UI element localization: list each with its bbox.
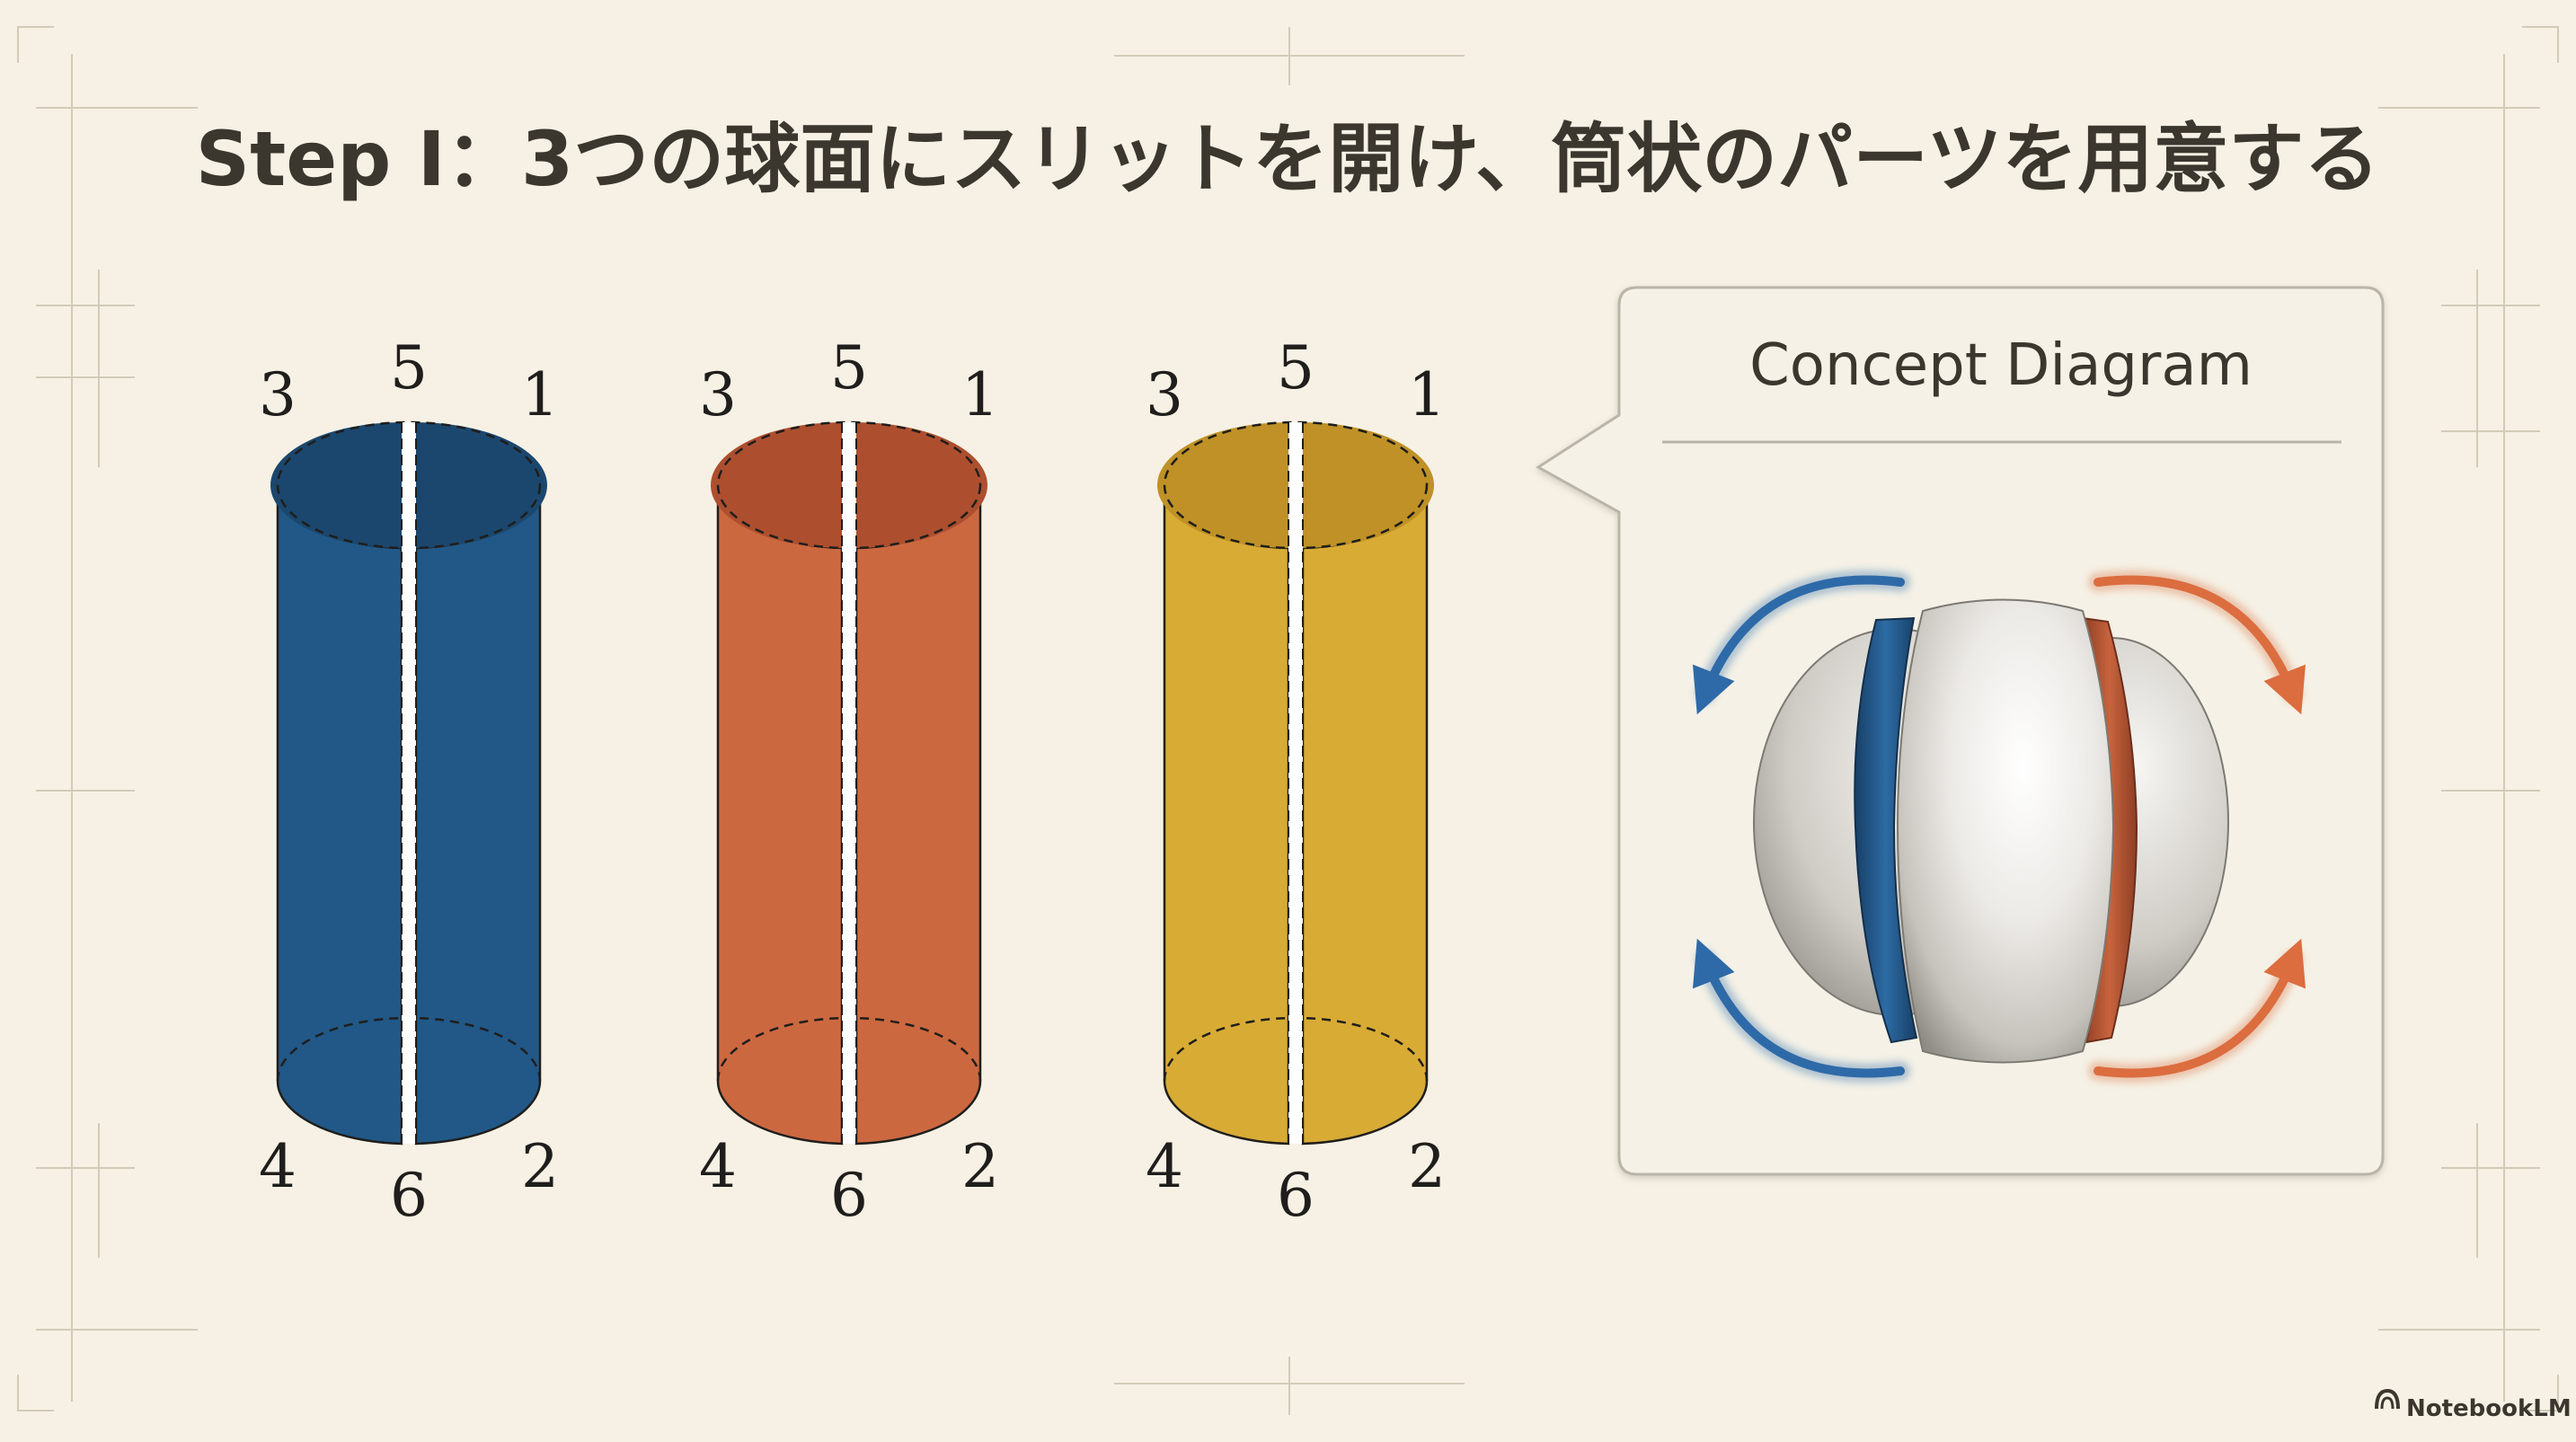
label-top-center: 5 (830, 333, 868, 403)
cylinder-2: 3 5 1 4 6 2 (699, 333, 999, 1230)
cylinder-left-half (716, 484, 844, 1146)
cylinder-top-right (1303, 422, 1434, 548)
label-top-right: 1 (1408, 360, 1446, 429)
sphere-center (1896, 598, 2115, 1064)
cylinder-left-half (276, 484, 403, 1146)
concept-diagram-title: Concept Diagram (1749, 332, 2253, 399)
decorative-frame (17, 26, 2559, 1415)
notebooklm-logo-icon (2375, 1388, 2400, 1410)
sphere-illustration (1753, 598, 2229, 1064)
cylinder-top-left (1157, 422, 1288, 548)
label-bottom-right: 2 (521, 1132, 559, 1201)
cylinder-slit (402, 422, 416, 1144)
label-bottom-right: 2 (1408, 1132, 1446, 1201)
cylinder-1: 3 5 1 4 6 2 (259, 333, 559, 1230)
arrow-bottom-left-icon (1692, 938, 1905, 1078)
arrow-top-right-icon (2094, 575, 2306, 715)
label-top-center: 5 (390, 333, 428, 403)
cylinder-left-half (1163, 484, 1290, 1146)
cylinder-top-right (856, 422, 987, 548)
label-top-center: 5 (1277, 333, 1315, 403)
label-top-right: 1 (961, 360, 999, 429)
label-top-left: 3 (699, 360, 737, 429)
label-bottom-left: 4 (259, 1132, 297, 1201)
rotation-arrows (1692, 570, 2306, 1084)
label-bottom-left: 4 (1146, 1132, 1183, 1201)
cylinder-slit (842, 422, 856, 1144)
sphere-band-left (1854, 616, 1918, 1044)
arrow-bottom-right-icon (2094, 938, 2306, 1078)
cylinder-top-left (270, 422, 402, 548)
brand-name: NotebookLM (2406, 1395, 2572, 1422)
label-top-left: 3 (259, 360, 297, 429)
cylinder-right-half (854, 484, 982, 1146)
cylinder-slit (1288, 422, 1303, 1144)
arrow-top-left-icon (1692, 575, 1905, 715)
cylinder-group: 3 5 1 4 6 2 3 5 1 4 6 2 3 5 1 4 6 2 (259, 333, 1446, 1230)
label-bottom-right: 2 (961, 1132, 999, 1201)
concept-diagram-card: Concept Diagram (1536, 286, 2385, 1176)
cylinder-top-left (711, 422, 842, 548)
brand-watermark: NotebookLM (2375, 1388, 2572, 1422)
label-bottom-center: 6 (830, 1161, 868, 1230)
label-bottom-center: 6 (1277, 1161, 1315, 1230)
cylinder-right-half (1301, 484, 1429, 1146)
cylinder-top-right (416, 422, 547, 548)
label-bottom-left: 4 (699, 1132, 737, 1201)
page-title: Step I：3つの球面にスリットを開け、筒状のパーツを用意する (196, 115, 2380, 203)
label-top-right: 1 (521, 360, 559, 429)
label-top-left: 3 (1146, 360, 1183, 429)
cylinder-right-half (414, 484, 542, 1146)
cylinder-3: 3 5 1 4 6 2 (1146, 333, 1446, 1230)
label-bottom-center: 6 (390, 1161, 428, 1230)
